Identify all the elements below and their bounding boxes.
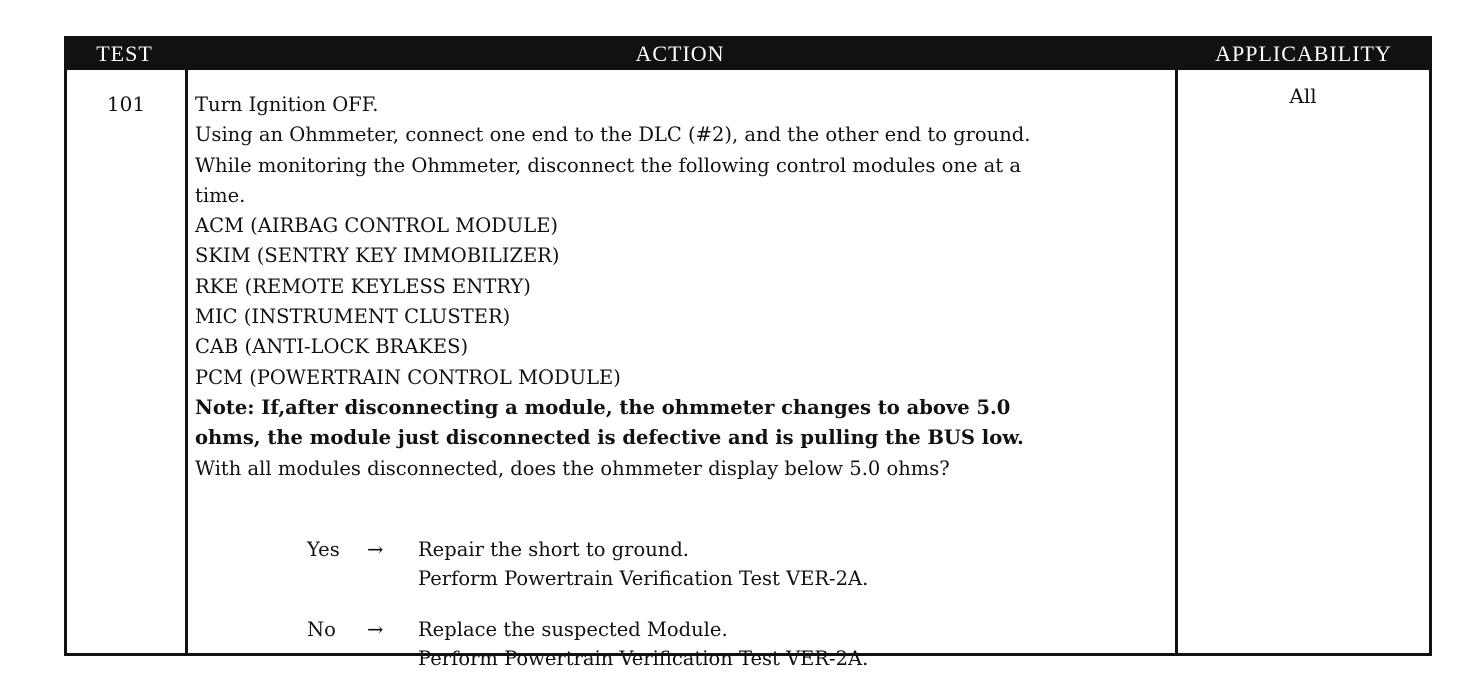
test-number: 101: [106, 92, 146, 116]
outcome-yes-line-1: Repair the short to ground.: [418, 538, 690, 561]
outcome-no-line-1: Replace the suspected Module.: [418, 618, 728, 641]
outcome-no-text: Replace the suspected Module. Perform Po…: [418, 615, 868, 673]
outcome-yes-line-2: Perform Powertrain Verification Test VER…: [418, 567, 869, 590]
table-header: TEST ACTION APPLICABILITY: [64, 36, 1432, 70]
header-applicability: APPLICABILITY: [1215, 41, 1392, 66]
outcome-yes-label: Yes: [307, 538, 340, 561]
outcome-no-line-2: Perform Powertrain Verification Test VER…: [418, 647, 869, 670]
module-item: SKIM (SENTRY KEY IMMOBILIZER): [195, 244, 560, 268]
module-item: ACM (AIRBAG CONTROL MODULE): [195, 214, 559, 238]
note-line: Note: If,after disconnecting a module, t…: [195, 395, 1011, 419]
column-divider: [185, 70, 188, 653]
action-line: Using an Ohmmeter, connect one end to th…: [195, 123, 1031, 147]
action-line: While monitoring the Ohmmeter, disconnec…: [195, 153, 1021, 177]
module-item: MIC (INSTRUMENT CLUSTER): [195, 305, 511, 329]
column-divider: [1175, 70, 1178, 653]
module-item: PCM (POWERTRAIN CONTROL MODULE): [195, 365, 621, 389]
applicability-value: All: [1289, 84, 1317, 108]
diagnostic-test-table: TEST ACTION APPLICABILITY 101 Turn Ignit…: [64, 36, 1432, 670]
outcome-no-label: No: [307, 618, 336, 641]
action-cell: Turn Ignition OFF. Using an Ohmmeter, co…: [195, 90, 1170, 670]
action-line: time.: [195, 183, 246, 207]
right-arrow-icon: →: [367, 538, 384, 561]
right-arrow-icon: →: [367, 618, 384, 641]
outcome-yes-text: Repair the short to ground. Perform Powe…: [418, 535, 868, 593]
question-line: With all modules disconnected, does the …: [195, 456, 950, 480]
note-line: ohms, the module just disconnected is de…: [195, 426, 1024, 450]
header-action: ACTION: [635, 41, 725, 66]
module-item: CAB (ANTI-LOCK BRAKES): [195, 335, 469, 359]
action-line: Turn Ignition OFF.: [195, 93, 379, 116]
header-test: TEST: [96, 41, 153, 66]
module-item: RKE (REMOTE KEYLESS ENTRY): [195, 274, 531, 298]
